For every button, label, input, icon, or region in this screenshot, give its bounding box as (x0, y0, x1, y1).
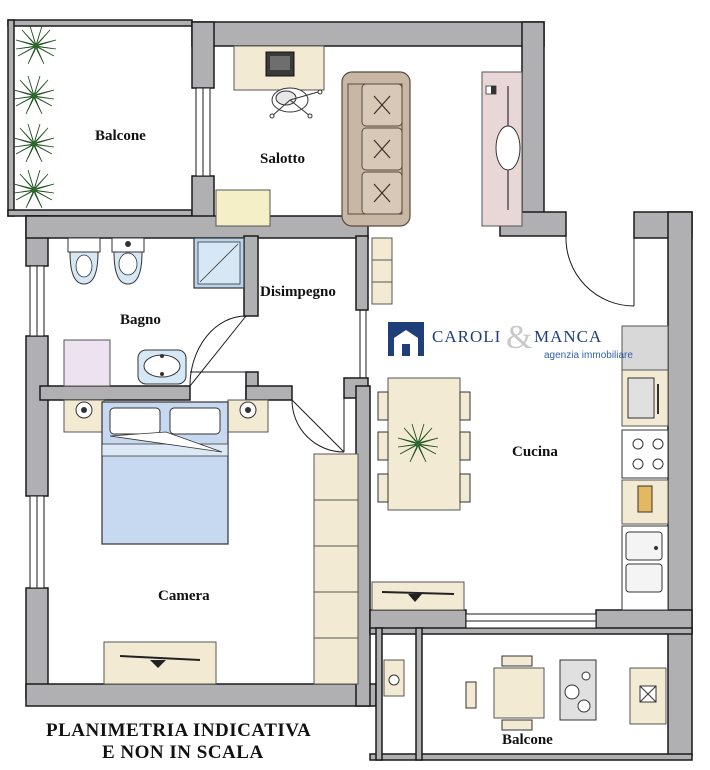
plant-icon (15, 25, 57, 65)
room-label-camera: Camera (158, 588, 210, 604)
tv-stand (371, 581, 465, 611)
dresser (103, 641, 217, 685)
door-bedroom (291, 399, 345, 453)
wall-hall-kitchen (355, 235, 369, 311)
plants-balcony-top (13, 25, 57, 209)
wall-bath-right (243, 235, 259, 317)
nightstand-right (227, 399, 269, 433)
logo-tagline: agenzia immobiliare (544, 350, 633, 361)
kitchen-counter (621, 325, 669, 611)
balcony-top-railing-left (7, 19, 15, 217)
wall-left-mid (25, 335, 49, 497)
toilet-icon (111, 237, 145, 285)
door-kitchen-balcony (565, 235, 635, 307)
wardrobe (313, 453, 359, 685)
chairs (377, 391, 471, 503)
salotto-furniture (215, 45, 523, 227)
footer-note-line1: PLANIMETRIA INDICATIVA (46, 720, 311, 741)
office-chair-icon (269, 87, 323, 119)
room-label-disimpegno: Disimpegno (260, 284, 336, 300)
door-swings (189, 235, 635, 453)
wall-kitchen-right (667, 211, 693, 757)
room-label-cucina: Cucina (512, 444, 558, 460)
wall-bath-bottom-left (39, 385, 191, 401)
tv-cabinet (481, 71, 523, 227)
room-label-balcone-top: Balcone (95, 128, 146, 144)
windows (29, 87, 597, 629)
washing-machine (63, 339, 111, 387)
balcony-table (493, 667, 545, 719)
balcone-bottom-furniture (383, 655, 667, 731)
sofa (341, 71, 411, 227)
room-label-balcone-bottom: Balcone (502, 732, 553, 748)
room-label-salotto: Salotto (260, 151, 305, 167)
balcony-bottom-railing-bottom (369, 753, 693, 761)
balcony-top-railing-top (7, 19, 193, 27)
door-bath (189, 315, 247, 387)
room-label-bagno: Bagno (120, 312, 161, 328)
fridge (621, 325, 669, 371)
balcony-bottom-divider (415, 627, 423, 761)
washer-icon (559, 659, 597, 721)
nightstand-left (63, 399, 105, 433)
plant-icon (13, 75, 55, 115)
logo-name-left: CAROLI (432, 327, 501, 346)
dining-table (387, 377, 461, 511)
footer-note-line2: E NON IN SCALA (102, 742, 264, 763)
cabinet (215, 189, 271, 227)
plant-icon (13, 169, 55, 209)
camera-furniture (63, 399, 359, 685)
double-bed (101, 401, 229, 545)
logo-ampersand: & (506, 319, 532, 356)
hall-shelves (371, 237, 393, 305)
bidet-icon (67, 237, 101, 285)
shower-icon (193, 237, 245, 289)
bagno-fixtures (63, 237, 245, 387)
stove-icon (621, 429, 669, 479)
plant-icon (13, 123, 55, 163)
wall-living-left-upper (191, 21, 215, 89)
wall-living-right (521, 21, 545, 219)
house-logo-icon (388, 322, 424, 356)
boiler-icon (629, 667, 667, 725)
agency-logo: & CAROLI MANCA agenzia immobiliare (388, 319, 633, 361)
wall-left-lower (25, 587, 49, 699)
balcony-bottom-left (375, 627, 383, 761)
sink-icon (137, 349, 187, 385)
wall-living-top (191, 21, 545, 47)
logo-name-right: MANCA (534, 327, 602, 346)
cucina-furniture (371, 325, 669, 611)
wall-bath-top (25, 215, 369, 239)
balcony-top-railing-bottom (7, 209, 193, 217)
wall-bedroom-top-right (245, 385, 293, 401)
wall-bottom-bedroom (25, 683, 377, 707)
